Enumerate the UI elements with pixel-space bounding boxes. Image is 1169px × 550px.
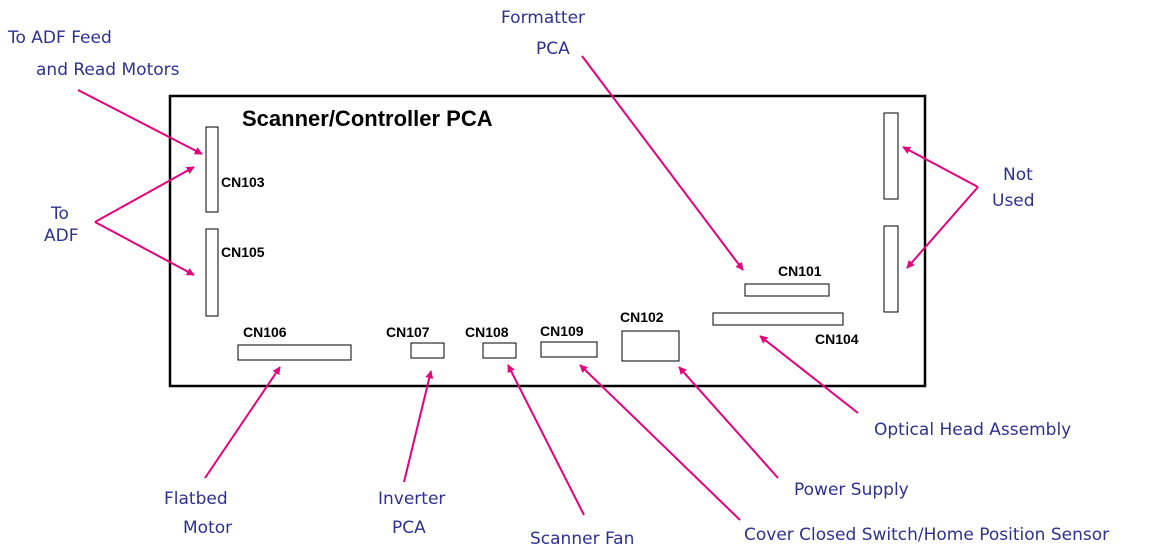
arrow-adf-upper (94, 166, 195, 223)
label-cn103: CN103 (221, 174, 265, 190)
connector-cn109 (540, 341, 598, 358)
label-cn105: CN105 (221, 244, 265, 260)
connector-cn107 (410, 342, 445, 359)
arrow-optical-head (759, 335, 859, 414)
callout-inverter-line1: Inverter (378, 489, 445, 509)
callout-adf-line2: ADF (44, 226, 79, 246)
connector-unused-top (883, 112, 899, 200)
callout-flatbed-line1: Flatbed (164, 489, 228, 509)
connector-cn105 (205, 228, 219, 317)
connector-cn108 (482, 342, 517, 359)
callout-formatter-line1: Formatter (501, 8, 585, 28)
label-cn108: CN108 (465, 324, 509, 340)
connector-cn101 (744, 283, 830, 297)
label-cn107: CN107 (386, 324, 430, 340)
callout-formatter-line2: PCA (536, 39, 570, 59)
callout-optical-head: Optical Head Assembly (874, 420, 1071, 440)
arrow-not-used-lower (906, 186, 979, 269)
label-cn101: CN101 (778, 263, 822, 279)
callout-cover-switch: Cover Closed Switch/Home Position Sensor (744, 525, 1109, 545)
arrow-inverter (403, 370, 434, 483)
label-cn104: CN104 (815, 331, 859, 347)
callout-adf-motors-line2: and Read Motors (36, 60, 180, 80)
arrow-power-supply (678, 366, 779, 479)
label-cn106: CN106 (243, 324, 287, 340)
connector-cn102 (621, 330, 680, 362)
board-title: Scanner/Controller PCA (242, 106, 493, 131)
arrow-formatter (581, 55, 744, 271)
connector-cn104 (712, 312, 844, 326)
arrow-scanner-fan (507, 364, 585, 516)
connector-cn103 (205, 126, 219, 213)
arrow-cover-switch (579, 364, 741, 521)
callout-not-used-line2: Used (992, 191, 1035, 211)
connector-cn106 (237, 344, 352, 361)
scanner-controller-board (168, 94, 927, 388)
arrow-adf-lower (94, 221, 195, 276)
callout-flatbed-line2: Motor (183, 518, 232, 538)
callout-power-supply: Power Supply (794, 480, 909, 500)
callout-adf-motors-line1: To ADF Feed (7, 28, 112, 48)
label-cn109: CN109 (540, 323, 584, 339)
label-cn102: CN102 (620, 309, 664, 325)
arrow-not-used-upper (902, 146, 979, 188)
callout-scanner-fan: Scanner Fan (530, 529, 634, 549)
callout-not-used-line1: Not (1003, 165, 1033, 185)
arrow-adf-motors (77, 89, 203, 155)
arrow-flatbed (204, 366, 281, 479)
connector-unused-bottom (883, 225, 899, 313)
callout-adf-line1: To (50, 204, 69, 224)
callout-inverter-line2: PCA (392, 518, 426, 538)
